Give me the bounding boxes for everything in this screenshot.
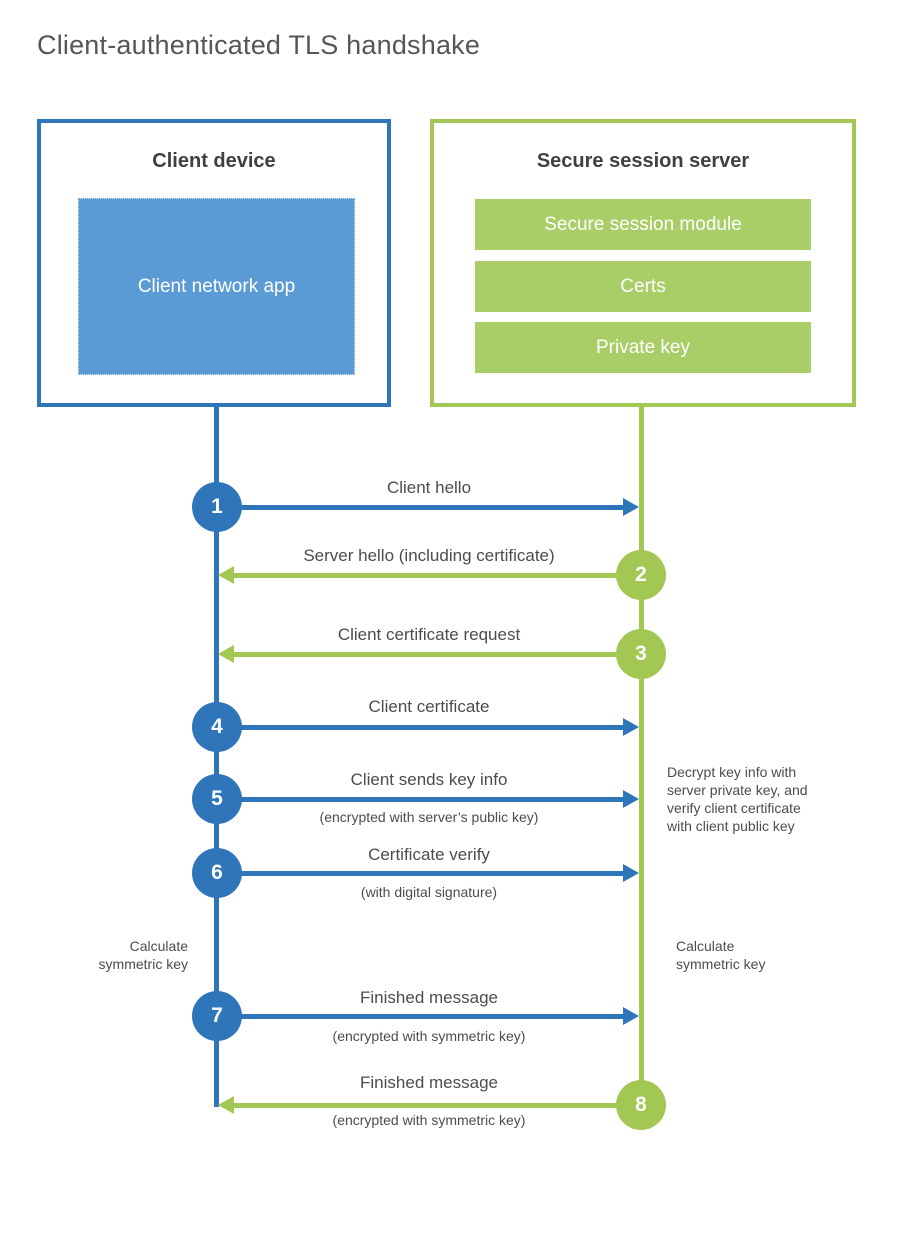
arrow-left-icon xyxy=(218,1096,234,1114)
module-label: Certs xyxy=(620,275,666,297)
message-label: Certificate verify xyxy=(368,845,490,864)
message-sublabel: (with digital signature) xyxy=(360,884,498,900)
message-label: Server hello (including certificate) xyxy=(303,546,555,565)
module-label: Secure session module xyxy=(544,213,742,235)
server-module-certs: Certs xyxy=(475,261,811,312)
arrow-line xyxy=(240,725,624,730)
server-module-secure-session: Secure session module xyxy=(475,199,811,250)
step-number-badge: 1 xyxy=(192,482,242,532)
server-decrypt-note: Decrypt key info with server private key… xyxy=(667,764,808,834)
module-label: Private key xyxy=(596,336,690,358)
arrow-right-icon xyxy=(623,790,639,808)
arrow-line xyxy=(240,505,624,510)
step-number-badge: 3 xyxy=(616,629,666,679)
arrow-line xyxy=(240,871,624,876)
message-label: Finished message xyxy=(360,988,498,1007)
arrow-line xyxy=(233,652,616,657)
step-number-badge: 6 xyxy=(192,848,242,898)
step-number-badge: 2 xyxy=(616,550,666,600)
step-number-badge: 4 xyxy=(192,702,242,752)
client-calculate-note: Calculate symmetric key xyxy=(98,938,188,972)
client-lifeline xyxy=(214,406,219,1107)
step-number-badge: 8 xyxy=(616,1080,666,1130)
message-label: Client sends key info xyxy=(350,770,508,789)
arrow-line xyxy=(233,1103,616,1108)
server-module-private-key: Private key xyxy=(475,322,811,373)
message-label: Client hello xyxy=(386,478,472,497)
message-label: Finished message xyxy=(360,1073,498,1092)
arrow-line xyxy=(240,797,624,802)
message-label: Client certificate request xyxy=(337,625,521,644)
arrow-left-icon xyxy=(218,645,234,663)
server-calculate-note: Calculate symmetric key xyxy=(676,938,766,972)
client-network-app-label: Client network app xyxy=(137,275,296,297)
server-lifeline xyxy=(639,406,644,1109)
secure-session-server-box: Secure session server Secure session mod… xyxy=(430,119,856,407)
message-label: Client certificate xyxy=(368,697,490,716)
arrow-right-icon xyxy=(623,1007,639,1025)
client-device-box: Client device Client network app xyxy=(37,119,391,407)
arrow-right-icon xyxy=(623,718,639,736)
message-sublabel: (encrypted with server’s public key) xyxy=(319,809,539,825)
client-network-app-box: Client network app xyxy=(78,198,355,375)
message-sublabel: (encrypted with symmetric key) xyxy=(332,1028,526,1044)
message-sublabel: (encrypted with symmetric key) xyxy=(332,1112,526,1128)
secure-session-server-title: Secure session server xyxy=(536,150,750,172)
arrow-right-icon xyxy=(623,864,639,882)
page-title: Client-authenticated TLS handshake xyxy=(37,30,481,60)
arrow-line xyxy=(240,1014,624,1019)
arrow-left-icon xyxy=(218,566,234,584)
arrow-right-icon xyxy=(623,498,639,516)
step-number-badge: 7 xyxy=(192,991,242,1041)
step-number-badge: 5 xyxy=(192,774,242,824)
arrow-line xyxy=(233,573,616,578)
client-device-title: Client device xyxy=(152,150,276,172)
